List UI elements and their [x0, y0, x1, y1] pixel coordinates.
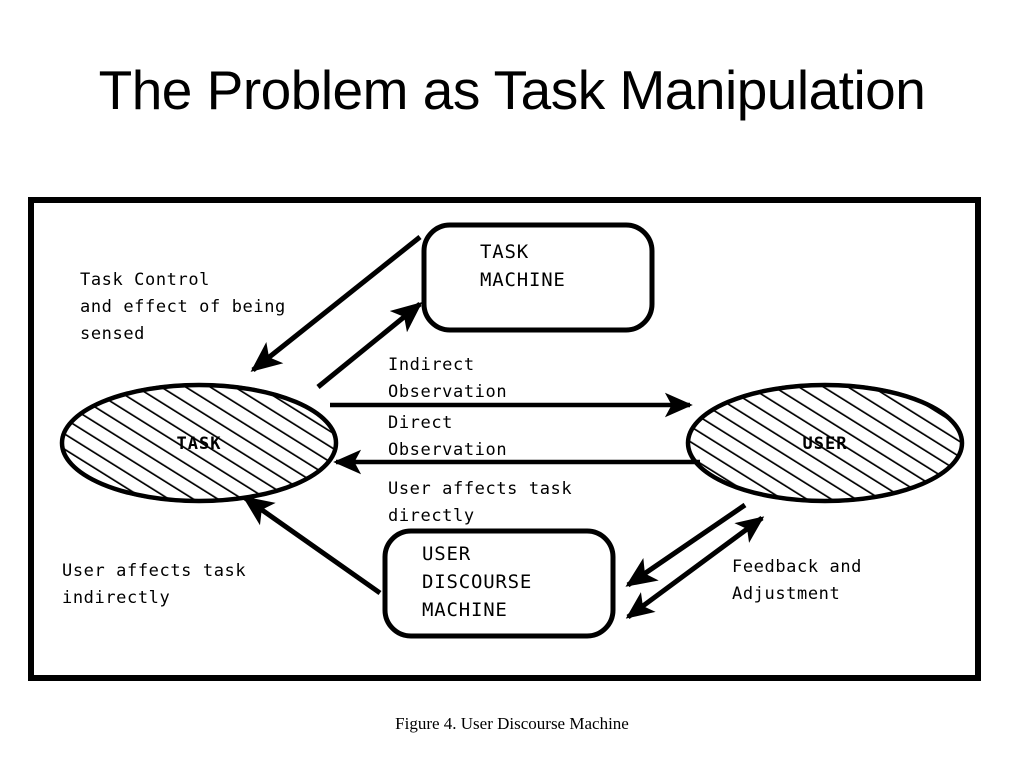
arrow-discourse-machine-to-task [242, 495, 382, 596]
label-indirect-observation-line2: Observation [388, 382, 507, 402]
task-machine-box: TASK MACHINE [421, 222, 655, 333]
label-indirect-observation-line1: Indirect [388, 355, 475, 375]
label-task-control-line1: Task Control [80, 270, 210, 290]
user-ellipse-label: USER [803, 434, 848, 454]
task-machine-label-line1: TASK [480, 241, 529, 263]
label-user-affects-task-indirectly-line2: indirectly [62, 588, 170, 608]
arrow-feedback-adjustment [625, 515, 765, 620]
label-direct-observation-line1: Direct [388, 413, 453, 433]
diagram-canvas: TASK USER TASK MACHINE USER DISCOURSE MA… [28, 197, 981, 681]
label-feedback-adjustment-line1: Feedback and [732, 557, 862, 577]
task-machine-label-line2: MACHINE [480, 269, 566, 291]
arrow-task-machine-to-task [250, 235, 422, 372]
task-ellipse-node: TASK [59, 382, 339, 504]
task-ellipse-label: TASK [177, 434, 222, 454]
user-discourse-machine-box: USER DISCOURSE MACHINE [382, 528, 616, 639]
label-direct-observation-line2: Observation [388, 440, 507, 460]
label-task-control-line3: sensed [80, 324, 145, 344]
label-user-affects-task-directly-line2: directly [388, 506, 475, 526]
user-ellipse-node: USER [685, 382, 965, 504]
user-discourse-label-line2: DISCOURSE [422, 571, 532, 593]
user-discourse-label-line3: MACHINE [422, 599, 508, 621]
label-feedback-adjustment-line2: Adjustment [732, 584, 840, 604]
figure-diagram: TASK USER TASK MACHINE USER DISCOURSE MA… [0, 180, 1024, 768]
user-discourse-label-line1: USER [422, 543, 471, 565]
label-user-affects-task-directly-line1: User affects task [388, 479, 572, 499]
figure-border [28, 197, 981, 681]
arrow-task-to-task-machine [316, 302, 423, 389]
page-title: The Problem as Task Manipulation [98, 59, 926, 121]
label-task-control-line2: and effect of being [80, 297, 286, 317]
figure-caption: Figure 4. User Discourse Machine [395, 714, 629, 733]
label-user-affects-task-indirectly-line1: User affects task [62, 561, 246, 581]
